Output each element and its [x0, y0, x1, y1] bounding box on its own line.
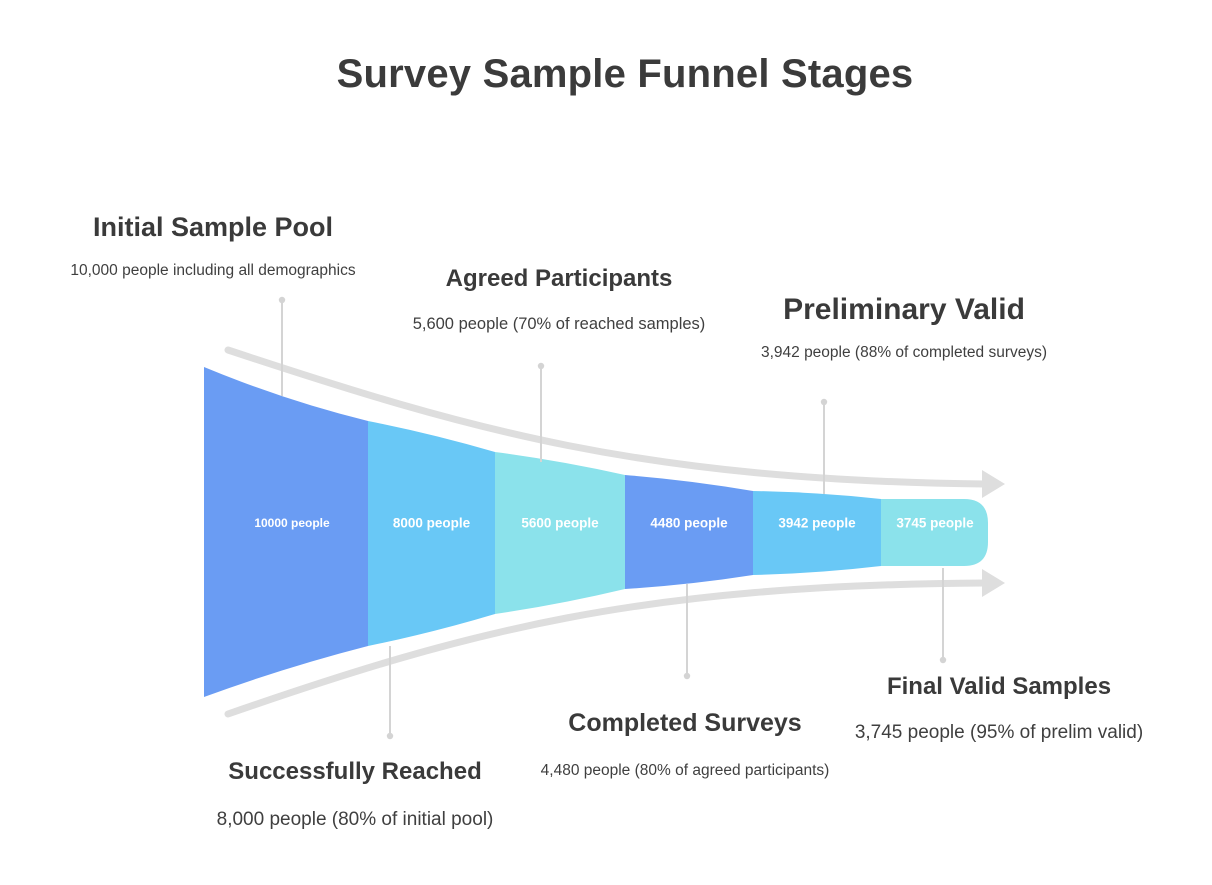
stage-title: Completed Surveys	[568, 709, 802, 737]
funnel-segment	[368, 421, 495, 646]
stage-description: 3,942 people (88% of completed surveys)	[760, 344, 1048, 361]
funnel-segment	[625, 475, 753, 589]
stage-description: 10,000 people including all demographics	[70, 262, 356, 279]
connector-dot	[820, 398, 828, 406]
funnel-segments	[204, 367, 988, 697]
stage-title: Successfully Reached	[228, 758, 482, 785]
funnel-segment	[204, 367, 368, 697]
segment-labels: 10000 people 8000 people 5600 people 4480 p…	[254, 516, 974, 531]
stage-title: Final Valid Samples	[886, 673, 1112, 700]
segment-label: 8000 people	[393, 516, 471, 531]
segment-label: 3942 people	[778, 516, 856, 531]
top-arrowhead-icon	[982, 470, 1005, 498]
stage-title: Preliminary Valid	[783, 293, 1025, 326]
stage-description: 3,745 people (95% of prelim valid)	[854, 722, 1144, 743]
stage-description: 5,600 people (70% of reached samples)	[412, 315, 706, 333]
connector-dot	[939, 656, 947, 664]
funnel-segment	[881, 499, 988, 566]
connector-dot	[537, 362, 545, 370]
bottom-flow-arrow	[224, 579, 989, 718]
connector-dot	[683, 672, 691, 680]
connector-dot	[386, 732, 394, 740]
funnel-segment	[753, 491, 881, 575]
bottom-arrowhead-icon	[982, 569, 1005, 597]
stage-title: Initial Sample Pool	[92, 212, 334, 242]
stage-title: Agreed Participants	[445, 265, 673, 292]
segment-label: 3745 people	[896, 516, 974, 531]
funnel-segment	[495, 452, 625, 614]
flow-arrows	[224, 346, 1005, 718]
page-title: Survey Sample Funnel Stages	[336, 52, 914, 96]
segment-label: 10000 people	[254, 516, 330, 530]
segment-label: 4480 people	[650, 516, 728, 531]
stage-connectors	[278, 296, 947, 740]
segment-label: 5600 people	[521, 516, 599, 531]
connector-dot	[278, 296, 286, 304]
stage-description: 4,480 people (80% of agreed participants…	[540, 762, 830, 779]
top-flow-arrow	[224, 346, 989, 488]
stage-description: 8,000 people (80% of initial pool)	[216, 809, 494, 830]
